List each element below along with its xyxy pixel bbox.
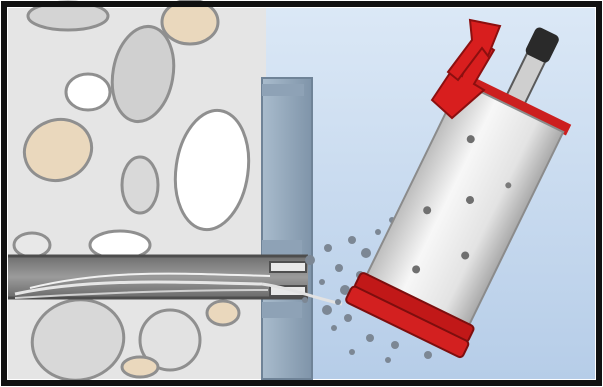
stone (14, 233, 50, 257)
drill-hole-icon (8, 256, 342, 304)
stone (122, 157, 158, 213)
stone (122, 357, 158, 377)
anchor-plate-icon (262, 78, 312, 379)
stone (207, 301, 239, 325)
stone (66, 74, 110, 110)
